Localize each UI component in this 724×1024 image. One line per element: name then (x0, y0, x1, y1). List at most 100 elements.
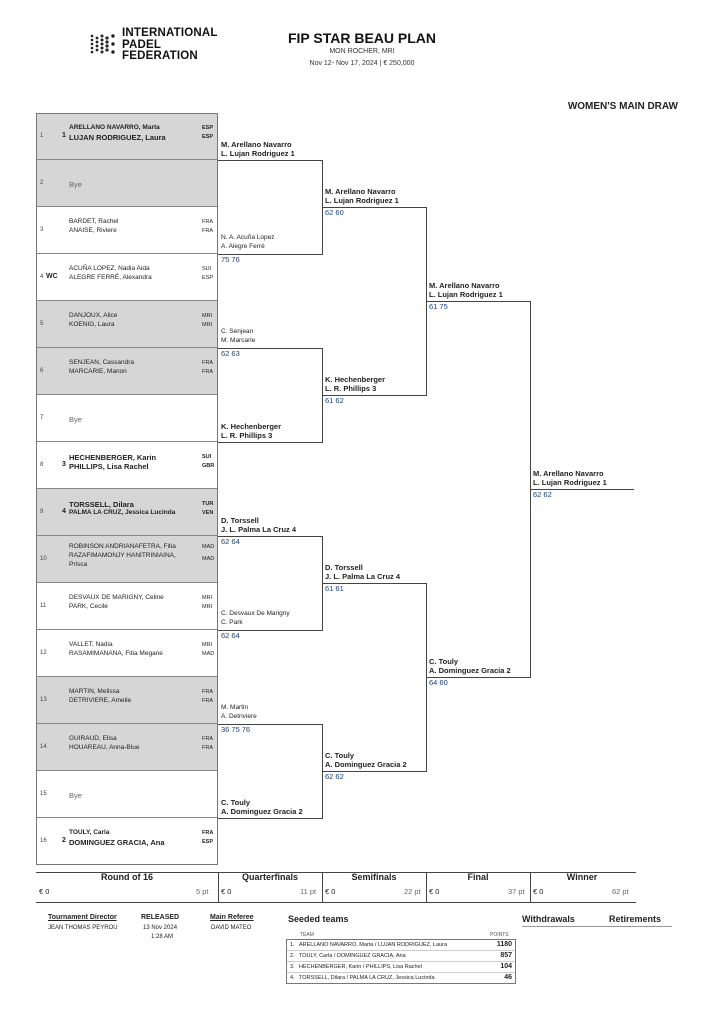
match-score: 62 64 (221, 631, 240, 640)
match-winner-name: K. Hechenberger (221, 422, 282, 431)
match-winner-name: K. Hechenberger (325, 375, 386, 384)
player-name: DESVAUX DE MARIGNY, Celine (69, 594, 164, 601)
referee-label: Main Referee (210, 914, 254, 921)
round-points: 5 pt (196, 887, 209, 896)
match-score: 36 75 76 (221, 725, 251, 734)
match-score: 62 64 (221, 537, 240, 546)
country-code: FRA (202, 830, 214, 836)
country-code: FRA (202, 745, 213, 751)
bracket-line (218, 630, 322, 631)
seed-number: 3. (290, 964, 295, 970)
round-prize: € 0 (533, 887, 544, 896)
match-winner-name: C. Senjean (221, 328, 254, 335)
bracket-line (530, 489, 634, 490)
seed-team: ARELLANO NAVARRO, Marta / LUJAN RODRIGUE… (299, 942, 448, 948)
bracket-line (218, 724, 322, 725)
seed-points: 1180 (496, 941, 512, 948)
country-code: VEN (202, 510, 214, 516)
country-code: MRI (202, 604, 213, 610)
entry-seed: 2 (62, 837, 66, 844)
country-code: MRI (202, 313, 213, 319)
entry-bye: Bye (69, 415, 82, 424)
match-winner-name: M. Arellano Navarro (221, 140, 292, 149)
tournament-title: FIP STAR BEAU PLAN (287, 30, 437, 46)
player-name: HOUAREAU, Anna-Blue (69, 744, 140, 751)
country-code: FRA (202, 369, 213, 375)
round-prize: € 0 (221, 887, 232, 896)
seed-points: 104 (500, 963, 512, 970)
bracket-line (218, 348, 322, 349)
entry-number: 6 (40, 368, 44, 374)
entry-number: 4 (40, 274, 44, 280)
entry-number: 11 (40, 603, 47, 609)
round-label: Quarterfinals (241, 872, 299, 882)
player-name: Prisca (69, 561, 88, 568)
points-col-header: POINTS (490, 932, 509, 938)
entry-number: 9 (40, 509, 44, 515)
player-name: MARCARIE, Manon (69, 368, 127, 375)
match-winner-name: J. L. Palma La Cruz 4 (325, 572, 401, 581)
tournament-venue: MON ROCHER, MRI (329, 48, 395, 55)
entry-seed: 3 (62, 461, 66, 468)
country-code: FRA (202, 736, 213, 742)
player-name: BARDET, Rachel (69, 218, 119, 225)
seed-row: 3. HECHENBERGER, Karin / PHILLIPS, Lisa R… (287, 962, 515, 973)
entry-number: 7 (40, 415, 44, 421)
country-code: FRA (202, 228, 213, 234)
player-name: DANJOUX, Alice (69, 312, 118, 319)
seed-team: TOULY, Carla / DOMINGUEZ GRACIA, Ana (299, 953, 406, 959)
entry-number: 15 (40, 791, 47, 797)
round-divider (530, 872, 531, 903)
fip-logo-icon (90, 34, 115, 54)
seed-team: HECHENBERGER, Karin / PHILLIPS, Lisa Rac… (299, 964, 422, 970)
country-code: MAD (202, 544, 215, 550)
country-code: GBR (202, 463, 215, 469)
match-winner-name: D. Torssell (221, 516, 259, 525)
seed-number: 1. (290, 942, 295, 948)
seed-row: 4.TORSSELL, Dilara / PALMA LA CRUZ, Jess… (287, 973, 515, 983)
match-score: 62 60 (325, 208, 344, 217)
match-score: 62 63 (221, 349, 240, 358)
player-name: PALMA LA CRUZ, Jessica Lucinda (69, 509, 176, 516)
match-winner-name: C. Touly (325, 751, 355, 760)
released-date: 13 Nov 2024 (143, 925, 178, 931)
match-winner-name: L. R. Phillips 3 (325, 384, 377, 393)
country-code: ESP (202, 839, 214, 845)
org-name: INTERNATIONAL PADEL FEDERATION (122, 27, 218, 62)
bracket-line (218, 442, 322, 443)
player-name: RAZAFIMAMONJY HANITRINIAINA, (69, 552, 176, 559)
player-name: SENJEAN, Cassandra (69, 359, 135, 366)
player-name: PHILLIPS, Lisa Rachel (69, 462, 149, 471)
withdrawals-underline (522, 926, 672, 927)
country-code: MRI (202, 595, 213, 601)
bracket-line (218, 818, 322, 819)
player-name: TORSSELL, Dilara (69, 500, 134, 509)
round-label: Final (467, 872, 489, 882)
country-code: SUI (202, 266, 212, 272)
match-winner-name: C. Touly (429, 657, 459, 666)
match-winner-name: N. A. Acuña Lopez (221, 234, 275, 241)
round-label: Semifinals (351, 872, 397, 882)
match-winner-name: M. Arellano Navarro (429, 281, 500, 290)
round-prize: € 0 (39, 887, 50, 896)
country-code: ESP (202, 134, 214, 140)
entry-number: 5 (40, 321, 44, 327)
tournament-dates: Nov 12- Nov 17, 2024 | € 250,000 (309, 60, 415, 67)
entry-number: 2 (40, 180, 44, 186)
match-winner-name: J. L. Palma La Cruz 4 (221, 525, 297, 534)
seed-points: 46 (504, 974, 512, 981)
player-name: ANAISE, Riviere (69, 227, 117, 234)
player-name: LUJAN RODRIGUEZ, Laura (69, 133, 166, 142)
entry-number: 8 (40, 462, 44, 468)
round-prize: € 0 (325, 887, 336, 896)
player-name: ROBINSON ANDRIANAFETRA, Fitia (69, 543, 176, 550)
seed-team: TORSSELL, Dilara / PALMA LA CRUZ, Jessic… (299, 975, 435, 981)
match-score: 62 62 (533, 490, 552, 499)
